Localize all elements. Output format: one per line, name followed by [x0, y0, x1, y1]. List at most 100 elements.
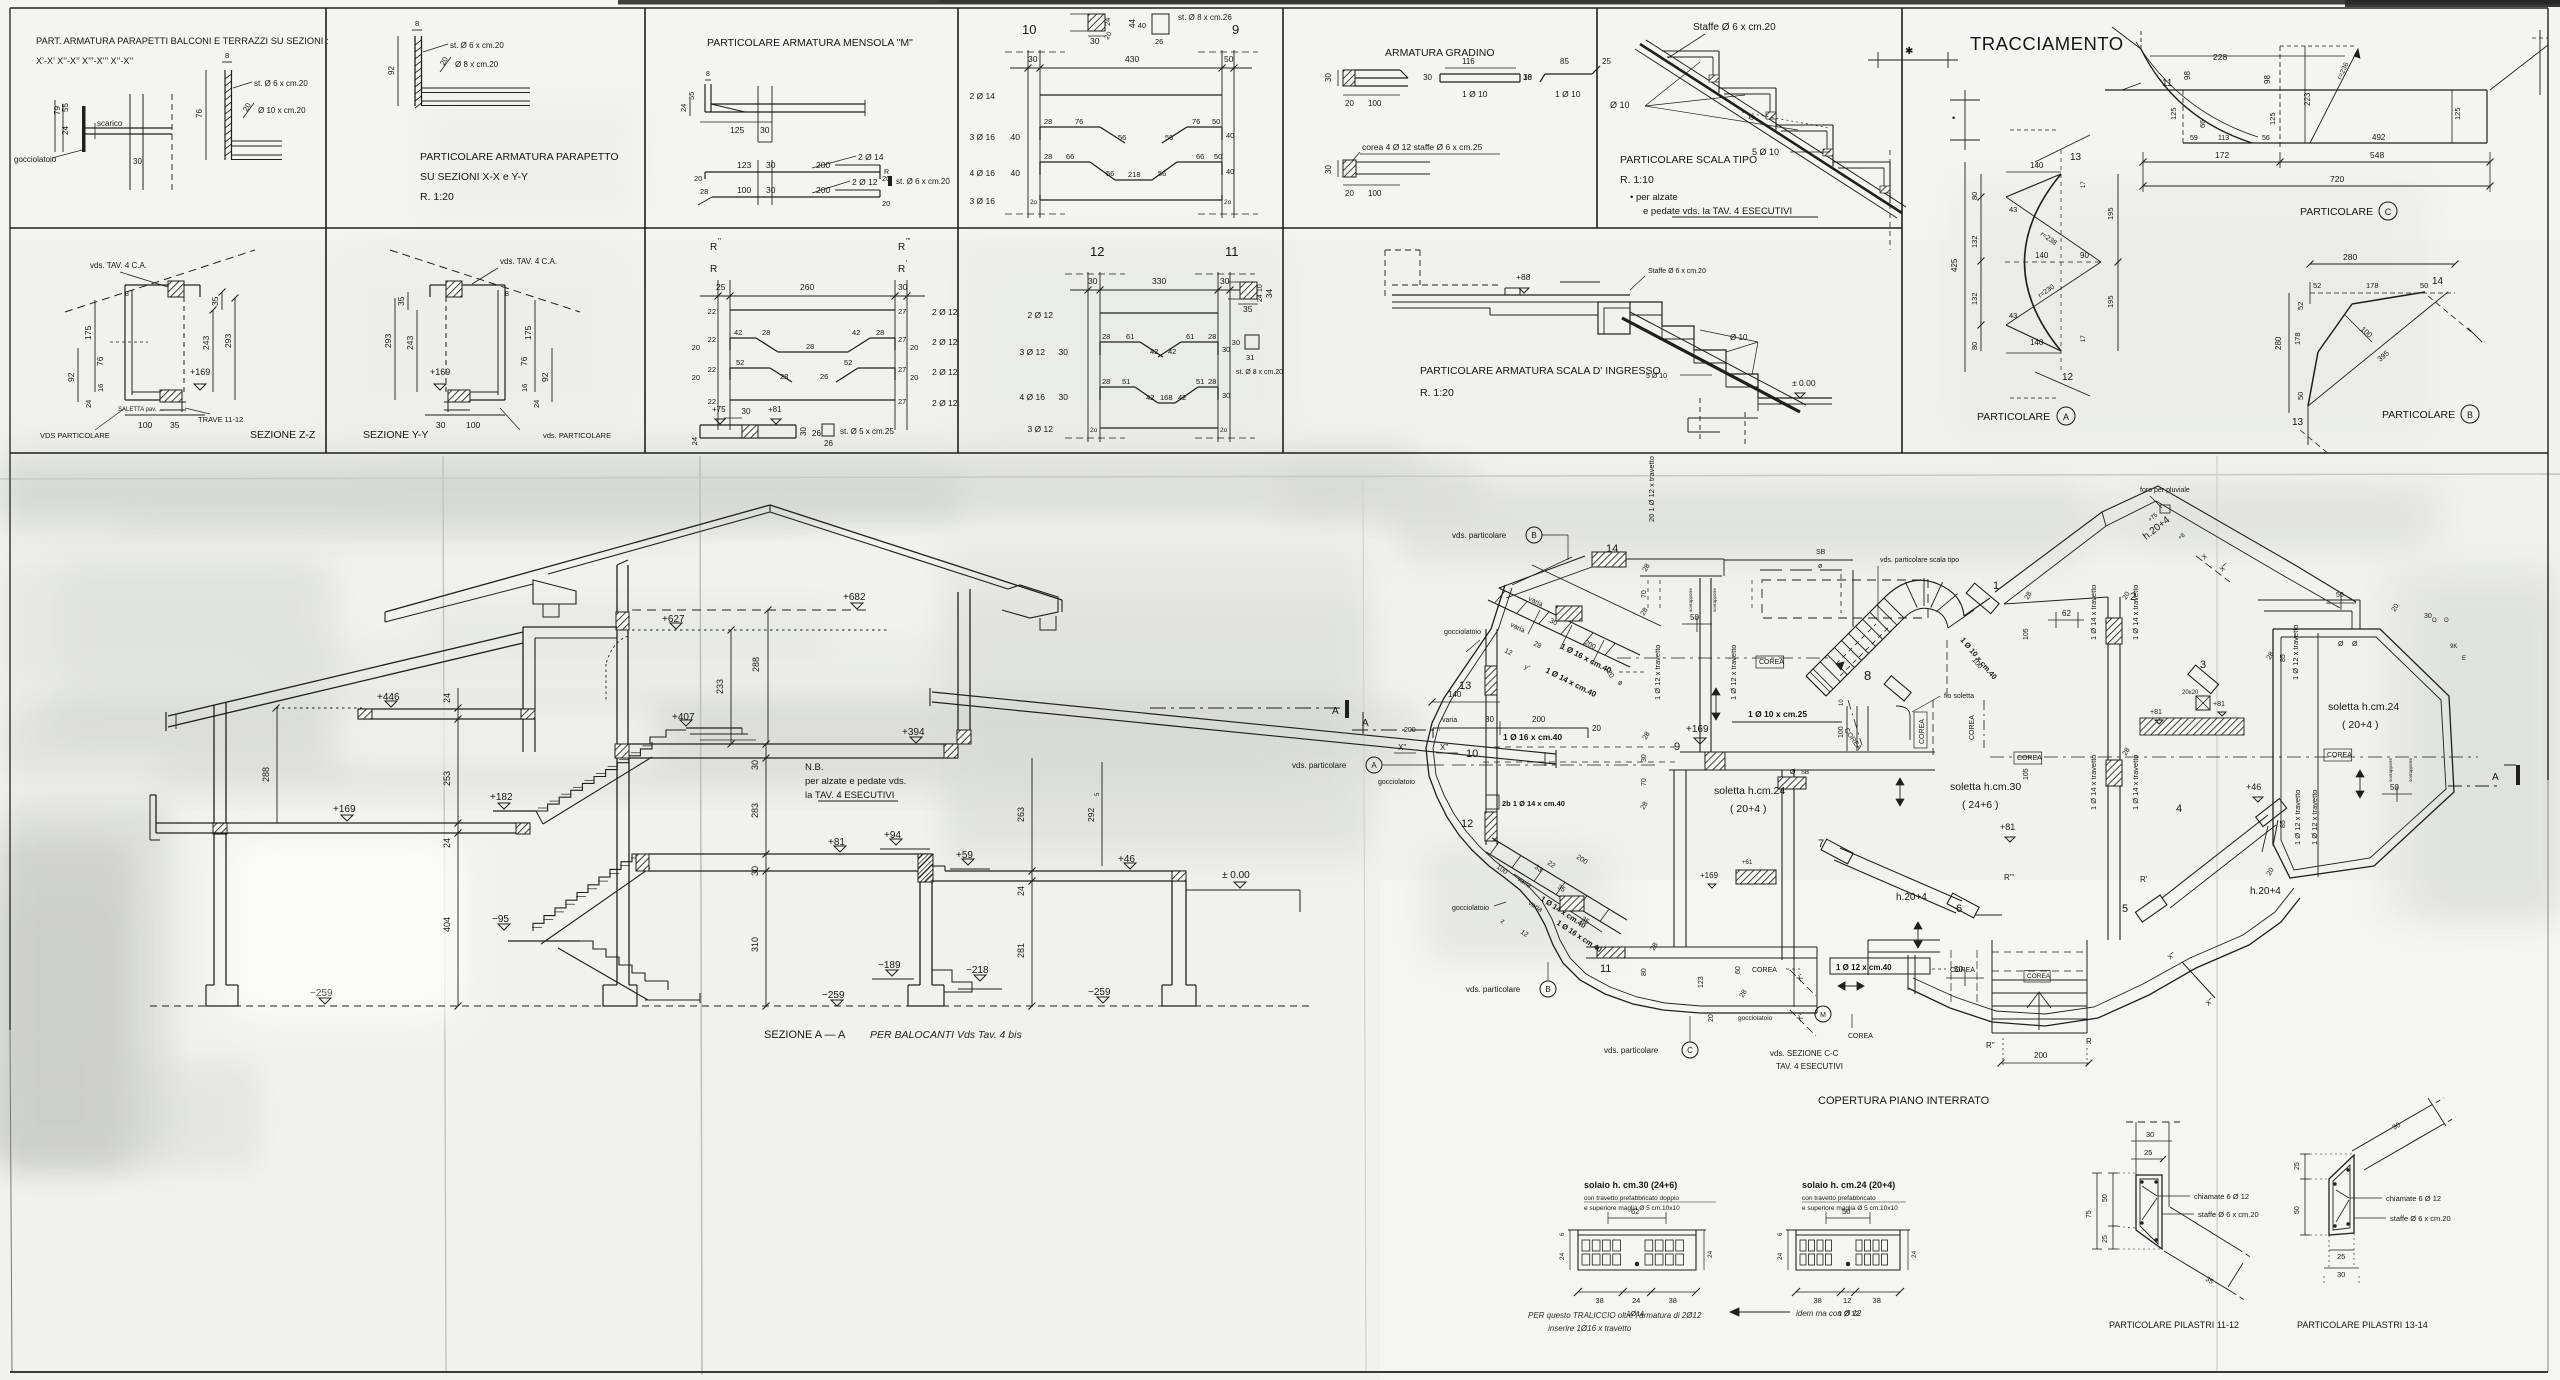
svg-text:40: 40: [1226, 131, 1234, 140]
svg-text:492: 492: [2372, 133, 2386, 142]
svg-text:28: 28: [780, 372, 788, 381]
svg-text:varia: varia: [1442, 717, 1457, 724]
svg-text:e superiore maglia Ø 5 cm.10x1: e superiore maglia Ø 5 cm.10x10: [1802, 1205, 1898, 1212]
svg-text:55: 55: [61, 103, 70, 112]
svg-text:st. Ø 8 x cm.20: st. Ø 8 x cm.20: [1236, 369, 1283, 376]
svg-text:720: 720: [2330, 174, 2344, 184]
svg-text:24: 24: [1257, 294, 1264, 302]
svg-text:gocciolatoio: gocciolatoio: [1738, 1015, 1773, 1022]
svg-text:30: 30: [1059, 347, 1069, 357]
svg-text:R''': R''': [2004, 873, 2015, 882]
svg-text:inserire 1Ø16 x travetto: inserire 1Ø16 x travetto: [1548, 1324, 1632, 1333]
svg-text:20x20: 20x20: [2182, 690, 2199, 696]
svg-text:195: 195: [2106, 207, 2115, 220]
svg-text:281: 281: [1016, 943, 1026, 958]
svg-text:14: 14: [2432, 276, 2444, 287]
svg-text:30: 30: [766, 185, 776, 195]
svg-text:76: 76: [1192, 117, 1200, 126]
svg-text:2 Ø 12: 2 Ø 12: [1027, 310, 1053, 320]
svg-text:PART. ARMATURA PARAPETTI B: PART. ARMATURA PARAPETTI BALCONI E TERRA…: [36, 36, 329, 46]
svg-text:100: 100: [138, 420, 152, 430]
svg-text:5: 5: [1095, 792, 1101, 796]
svg-text:R: R: [2086, 1037, 2092, 1046]
svg-text:st. Ø 6 x cm.20: st. Ø 6 x cm.20: [254, 79, 308, 88]
svg-text:125: 125: [2453, 107, 2462, 120]
svg-text:288: 288: [261, 767, 271, 782]
svg-text:24: 24: [1777, 1252, 1784, 1260]
svg-text:+407: +407: [672, 712, 695, 723]
svg-text:vds. particolare: vds. particolare: [1604, 1046, 1659, 1055]
svg-text:35: 35: [170, 420, 180, 430]
svg-text:14: 14: [1606, 543, 1618, 555]
svg-text:20: 20: [1345, 99, 1354, 108]
svg-text:vds. particolare: vds. particolare: [1292, 761, 1347, 770]
svg-text:6: 6: [1560, 1232, 1566, 1236]
svg-text:30: 30: [1324, 165, 1333, 174]
svg-text:solaio h. cm.30 (24+6): solaio h. cm.30 (24+6): [1584, 1180, 1677, 1190]
svg-text:24: 24: [1103, 18, 1112, 26]
svg-text:20: 20: [910, 343, 918, 352]
svg-text:26: 26: [1155, 37, 1163, 46]
svg-text:+81: +81: [768, 405, 782, 414]
svg-text:70: 70: [1641, 590, 1648, 598]
svg-text:28: 28: [1642, 731, 1652, 741]
svg-text:26: 26: [812, 429, 821, 438]
svg-text:7: 7: [1818, 838, 1824, 850]
svg-text:56: 56: [1165, 133, 1173, 142]
svg-text:66: 66: [1066, 152, 1074, 161]
svg-text:100: 100: [737, 185, 751, 195]
svg-text:B: B: [1545, 985, 1550, 994]
svg-text:24: 24: [690, 437, 699, 445]
svg-text:3 Ø 16: 3 Ø 16: [969, 132, 995, 142]
svg-text:8: 8: [125, 291, 129, 298]
svg-text:430: 430: [1125, 54, 1139, 64]
svg-text:30: 30: [1088, 276, 1098, 286]
svg-text:293: 293: [223, 334, 233, 348]
svg-text:1 Ø 14 x travetto: 1 Ø 14 x travetto: [2131, 585, 2140, 640]
svg-text:1 Ø 14 x travetto: 1 Ø 14 x travetto: [2089, 755, 2098, 810]
svg-text:28: 28: [2122, 747, 2132, 757]
svg-text:28: 28: [762, 328, 770, 337]
svg-text:100: 100: [1368, 99, 1382, 108]
svg-text:200: 200: [1532, 715, 1546, 724]
svg-text:COREA: COREA: [1752, 967, 1777, 974]
svg-text:24: 24: [84, 400, 93, 408]
svg-text:soletta h.cm.30: soletta h.cm.30: [1950, 781, 2021, 793]
svg-text:50: 50: [2390, 783, 2399, 792]
svg-text:10: 10: [1022, 22, 1036, 37]
svg-text:59: 59: [2190, 135, 2198, 142]
svg-text:28: 28: [1044, 117, 1052, 126]
svg-text:200: 200: [2034, 1051, 2048, 1060]
svg-text:140: 140: [2030, 161, 2044, 170]
svg-text:90: 90: [2080, 251, 2089, 260]
svg-text:4: 4: [2176, 803, 2182, 815]
svg-text:la TAV. 4 ESECUTIVI: la TAV. 4 ESECUTIVI: [805, 790, 894, 801]
svg-text:COPERTURA PIANO INTERRATO: COPERTURA PIANO INTERRATO: [1818, 1095, 1990, 1107]
svg-text:33: 33: [1533, 864, 1543, 874]
svg-text:3: 3: [2200, 659, 2206, 671]
svg-text:105: 105: [2023, 768, 2030, 780]
svg-text:28: 28: [1532, 641, 1542, 651]
svg-text:70: 70: [1641, 778, 1648, 786]
svg-text:1 Ø 12 x travetto: 1 Ø 12 x travetto: [2293, 790, 2302, 845]
svg-text:50: 50: [1212, 117, 1220, 126]
svg-text:2 Ø 12: 2 Ø 12: [932, 307, 958, 317]
svg-text:X’-X’ X’’-X’’ X’’’-X’’’: X’-X’ X’’-X’’ X’’’-X’’’ X’’-X’’: [36, 56, 133, 66]
svg-text:178: 178: [2366, 281, 2379, 290]
svg-text:98: 98: [2263, 75, 2272, 84]
svg-text:100: 100: [1838, 726, 1845, 738]
svg-text:25: 25: [2144, 1148, 2152, 1157]
svg-text:60: 60: [1735, 966, 1742, 974]
svg-text:2o: 2o: [1090, 427, 1098, 434]
svg-text:30: 30: [750, 760, 760, 770]
svg-text:SB: SB: [1801, 770, 1809, 776]
svg-text:+75: +75: [712, 405, 726, 414]
svg-text:24: 24: [442, 838, 452, 848]
svg-text:−259: −259: [1088, 987, 1111, 998]
svg-text:st. Ø 5 x cm.25: st. Ø 5 x cm.25: [840, 427, 894, 436]
svg-text:17: 17: [2081, 181, 2087, 188]
svg-text:+182: +182: [490, 792, 513, 803]
svg-text:X'': X'': [2205, 997, 2215, 1007]
svg-text:200: 200: [1583, 640, 1597, 652]
svg-text:COREA: COREA: [2327, 752, 2352, 759]
